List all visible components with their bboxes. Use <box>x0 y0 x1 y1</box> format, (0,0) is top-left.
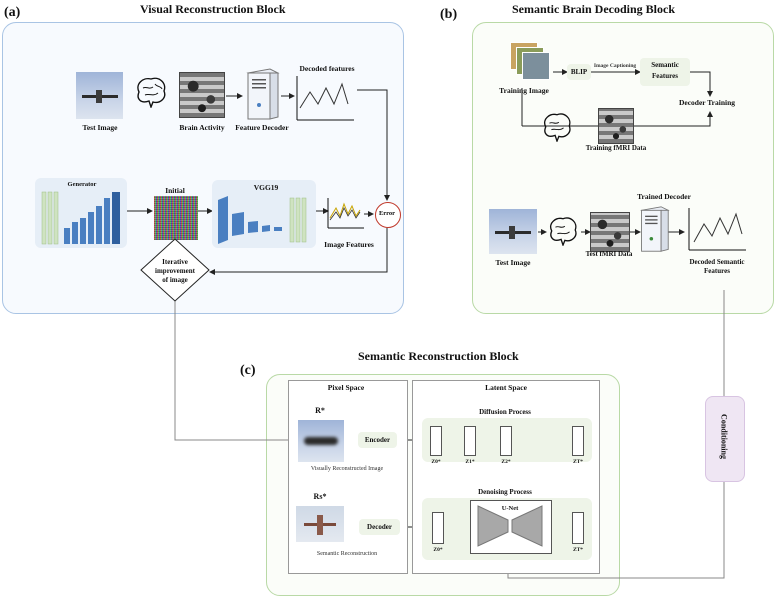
test-fmri-image <box>590 212 630 252</box>
trained-decoder-server-icon <box>640 206 670 252</box>
airplane-icon-b <box>495 225 531 239</box>
airplane-icon <box>81 89 118 103</box>
z2-label: Z2* <box>501 459 511 465</box>
denoised-z0-block <box>432 512 444 544</box>
test-image-airplane-b <box>489 209 537 254</box>
semantic-features-line-1: Semantic <box>651 61 679 69</box>
unet-label: U-Net <box>501 505 519 512</box>
training-fmri-image <box>598 108 634 144</box>
training-images-stack <box>510 42 550 80</box>
pixel-space-box <box>288 380 408 574</box>
training-image-label: Training Image <box>499 86 549 95</box>
latent-z2-block <box>500 426 512 456</box>
semantic-reconstruction-label: Semantic Reconstruction <box>316 551 378 557</box>
trained-decoder-label: Trained Decoder <box>637 192 691 201</box>
decoder-box: Decoder <box>359 519 400 535</box>
brain-activity-image <box>179 72 225 118</box>
panel-b-tag: (b) <box>440 7 458 22</box>
decoded-semantic-label: Decoded Semantic Features <box>684 258 750 276</box>
generator-network-icon <box>41 191 120 245</box>
latent-z0-block <box>430 426 442 456</box>
test-fmri-label: Test fMRI Data <box>585 250 633 258</box>
decoder-training-label: Decoder Training <box>678 98 736 107</box>
zt-den-label: ZT* <box>572 547 584 553</box>
iterative-label: Iterative improvement of image <box>150 258 200 285</box>
brain-icon <box>137 77 166 108</box>
latent-space-label: Latent Space <box>485 383 527 392</box>
vgg19-label: VGG19 <box>253 183 279 192</box>
error-node <box>375 202 401 228</box>
diffusion-process-label: Diffusion Process <box>479 408 531 416</box>
decoded-semantic-line-2: Features <box>704 267 730 275</box>
zt-label: ZT* <box>572 459 584 465</box>
image-captioning-label: Image Captioning <box>593 63 637 69</box>
visually-reconstructed-image <box>298 420 344 462</box>
latent-zt-block <box>572 426 584 456</box>
test-image-label: Test Image <box>82 123 118 132</box>
vgg19-network-icon <box>218 196 307 244</box>
pixel-space-label: Pixel Space <box>327 383 365 392</box>
panel-b-title: Semantic Brain Decoding Block <box>512 2 676 16</box>
conditioning-label: Conditioning <box>719 414 729 459</box>
panel-a-tag: (a) <box>4 5 21 20</box>
iterative-line-1: Iterative <box>162 258 188 266</box>
semantic-reconstruction-image <box>296 506 344 542</box>
iterative-improvement-diamond <box>140 238 210 302</box>
iterative-line-2: improvement <box>155 267 195 275</box>
denoised-zt-block <box>572 512 584 544</box>
generator-label: Generator <box>67 181 97 188</box>
error-label: Error <box>378 210 396 217</box>
blip-box: BLIP <box>567 64 591 80</box>
image-features-label: Image Features <box>324 240 374 249</box>
r-star-label: R* <box>315 406 325 415</box>
training-image-3 <box>522 52 550 80</box>
decoded-semantic-plot <box>688 208 746 251</box>
blurred-plane <box>304 437 338 445</box>
panel-c-title: Semantic Reconstruction Block <box>358 349 519 363</box>
iterative-line-3: of image <box>162 276 188 284</box>
visually-reconstructed-label: Visually Reconstructed Image <box>310 466 384 472</box>
test-image-airplane <box>76 72 123 119</box>
unet-icon <box>477 505 543 547</box>
conditioning-box <box>705 396 745 482</box>
decoded-features-label: Decoded features <box>299 64 355 73</box>
semantic-features-box: Semantic Features <box>640 58 690 86</box>
initial-noise-image <box>154 196 198 240</box>
encoder-box: Encoder <box>358 432 397 448</box>
panel-a-title: Visual Reconstruction Block <box>140 2 286 16</box>
test-image-b-label: Test Image <box>495 258 531 267</box>
rs-star-label: Rs* <box>313 492 327 501</box>
latent-z1-block <box>464 426 476 456</box>
brain-icon-test <box>550 217 577 246</box>
z0-label: Z0* <box>431 459 441 465</box>
brain-icon-training <box>544 113 571 142</box>
airplane-icon-c <box>304 515 336 535</box>
semantic-features-line-2: Features <box>652 72 678 80</box>
decoded-semantic-line-1: Decoded Semantic <box>689 258 745 266</box>
brain-activity-label: Brain Activity <box>179 123 225 132</box>
feature-decoder-server-icon <box>246 68 280 120</box>
denoising-process-label: Denoising Process <box>478 488 532 496</box>
initial-label: Initial <box>165 186 185 195</box>
panel-c-tag: (c) <box>240 363 256 378</box>
image-features-plot <box>327 198 364 229</box>
z1-label: Z1* <box>465 459 475 465</box>
decoded-features-plot <box>296 76 354 121</box>
training-fmri-label: Training fMRI Data <box>585 144 647 152</box>
z0-den-label: Z0* <box>433 547 443 553</box>
feature-decoder-label: Feature Decoder <box>235 123 289 132</box>
